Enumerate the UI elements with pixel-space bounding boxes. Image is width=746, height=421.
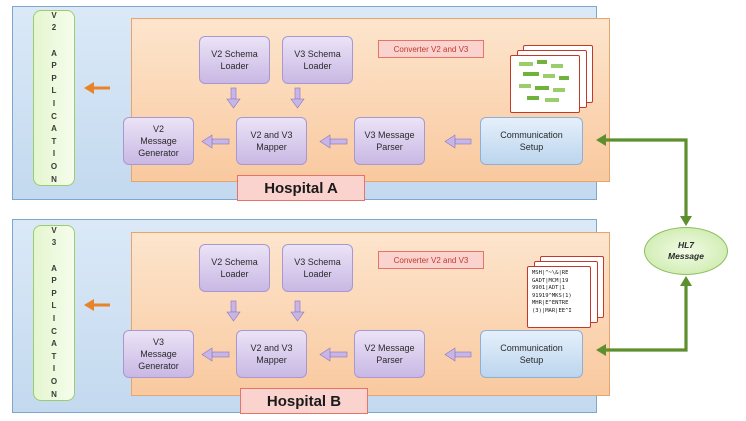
hospital-a-v2-schema-loader-label: V2 Schema Loader [211, 49, 258, 71]
hospital-a-mapper: V2 and V3 Mapper [236, 117, 307, 165]
hospital-b-v3-schema-loader: V3 Schema Loader [282, 244, 353, 292]
hospital-a-communication-setup-label: Communication Setup [500, 130, 563, 152]
hospital-a-communication-setup: Communication Setup [480, 117, 583, 165]
hospital-a-v3-schema-loader: V3 Schema Loader [282, 36, 353, 84]
hospital-b-communication-setup-label: Communication Setup [500, 343, 563, 365]
hospital-b-mapper: V2 and V3 Mapper [236, 330, 307, 378]
hospital-a-mapper-label: V2 and V3 Mapper [250, 130, 293, 152]
hospital-b-message-generator-label: V3 Message Generator [138, 337, 179, 371]
hospital-a-message-generator: V2 Message Generator [123, 117, 194, 165]
hospital-a-message-generator-label: V2 Message Generator [138, 124, 179, 158]
hospital-a-title: Hospital A [237, 175, 365, 201]
hospital-b-v2-schema-loader-label: V2 Schema Loader [211, 257, 258, 279]
hospital-b-message-parser-label: V2 Message Parser [364, 343, 415, 365]
hospital-a-v3-schema-loader-label: V3 Schema Loader [294, 49, 341, 71]
hospital-b-v2-message-text: MSH|^~\&|RE GADT|MCM|19 9901|ADT|1 91919… [532, 270, 572, 314]
hl7-connector [596, 134, 692, 356]
hospital-a-message-parser-label: V3 Message Parser [364, 130, 415, 152]
hospital-a-down-arrow-v2 [226, 87, 241, 109]
hospital-a-v2-schema-loader: V2 Schema Loader [199, 36, 270, 84]
hospital-b-v3-schema-loader-label: V3 Schema Loader [294, 257, 341, 279]
hospital-a-down-arrow-v3 [290, 87, 305, 109]
v3-application: V 3 A P P L I C A T I O N [33, 225, 75, 401]
hospital-b-down-arrow-v2 [226, 300, 241, 322]
hospital-b-converter-label: Converter V2 and V3 [378, 251, 484, 269]
hospital-a-arrow-to-application [84, 82, 110, 94]
hospital-b-arrow-mapper-to-generator [201, 347, 230, 362]
hospital-a-arrow-parser-to-mapper [319, 134, 348, 149]
hospital-b-title: Hospital B [240, 388, 368, 414]
hl7-message-label: HL7 Message [668, 240, 704, 261]
hospital-b-communication-setup: Communication Setup [480, 330, 583, 378]
hospital-b-message-parser: V2 Message Parser [354, 330, 425, 378]
hospital-b-mapper-label: V2 and V3 Mapper [250, 343, 293, 365]
hospital-b-v2-message-document: MSH|^~\&|RE GADT|MCM|19 9901|ADT|1 91919… [527, 266, 591, 328]
hospital-a-message-parser: V3 Message Parser [354, 117, 425, 165]
hospital-b-message-generator: V3 Message Generator [123, 330, 194, 378]
hl7-message-node: HL7 Message [644, 227, 728, 275]
hospital-b-arrow-parser-to-mapper [319, 347, 348, 362]
hospital-a-arrow-mapper-to-generator [201, 134, 230, 149]
hospital-a-xml-document [510, 55, 580, 113]
v2-application: V 2 A P P L I C A T I O N [33, 10, 75, 186]
hospital-b-arrow-to-application [84, 299, 110, 311]
v3-application-label: V 3 A P P L I C A T I O N [50, 225, 58, 399]
hospital-a-arrow-comm-to-parser [444, 134, 472, 149]
v2-application-label: V 2 A P P L I C A T I O N [50, 10, 58, 184]
hospital-b-arrow-comm-to-parser [444, 347, 472, 362]
hospital-b-v2-schema-loader: V2 Schema Loader [199, 244, 270, 292]
hospital-a-converter-label: Converter V2 and V3 [378, 40, 484, 58]
xml-tree-icon [519, 60, 569, 102]
hospital-b-down-arrow-v3 [290, 300, 305, 322]
